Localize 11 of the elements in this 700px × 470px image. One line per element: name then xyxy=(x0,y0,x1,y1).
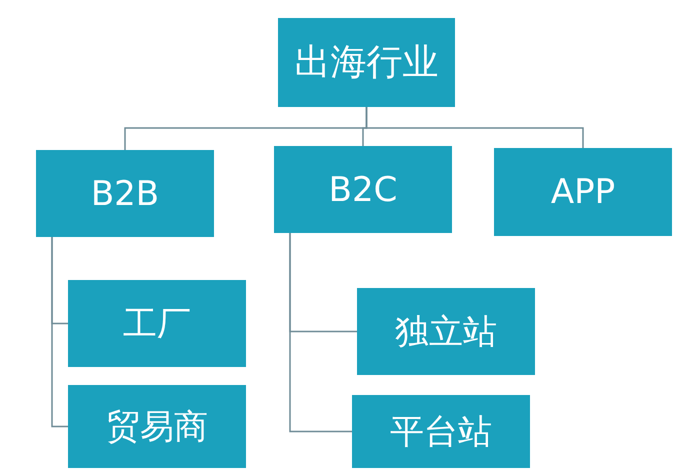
category-box: 平台站 xyxy=(352,395,530,468)
category-box: 出海行业 xyxy=(278,18,455,107)
category-box: B2B xyxy=(36,150,214,237)
category-box: B2C xyxy=(274,146,452,233)
category-box: 贸易商 xyxy=(68,385,246,468)
category-box: 独立站 xyxy=(357,288,535,375)
category-box: 工厂 xyxy=(68,280,246,367)
connector-line xyxy=(289,233,352,432)
connector-line xyxy=(366,107,584,148)
category-box: APP xyxy=(494,148,672,236)
connector-line xyxy=(51,237,68,428)
